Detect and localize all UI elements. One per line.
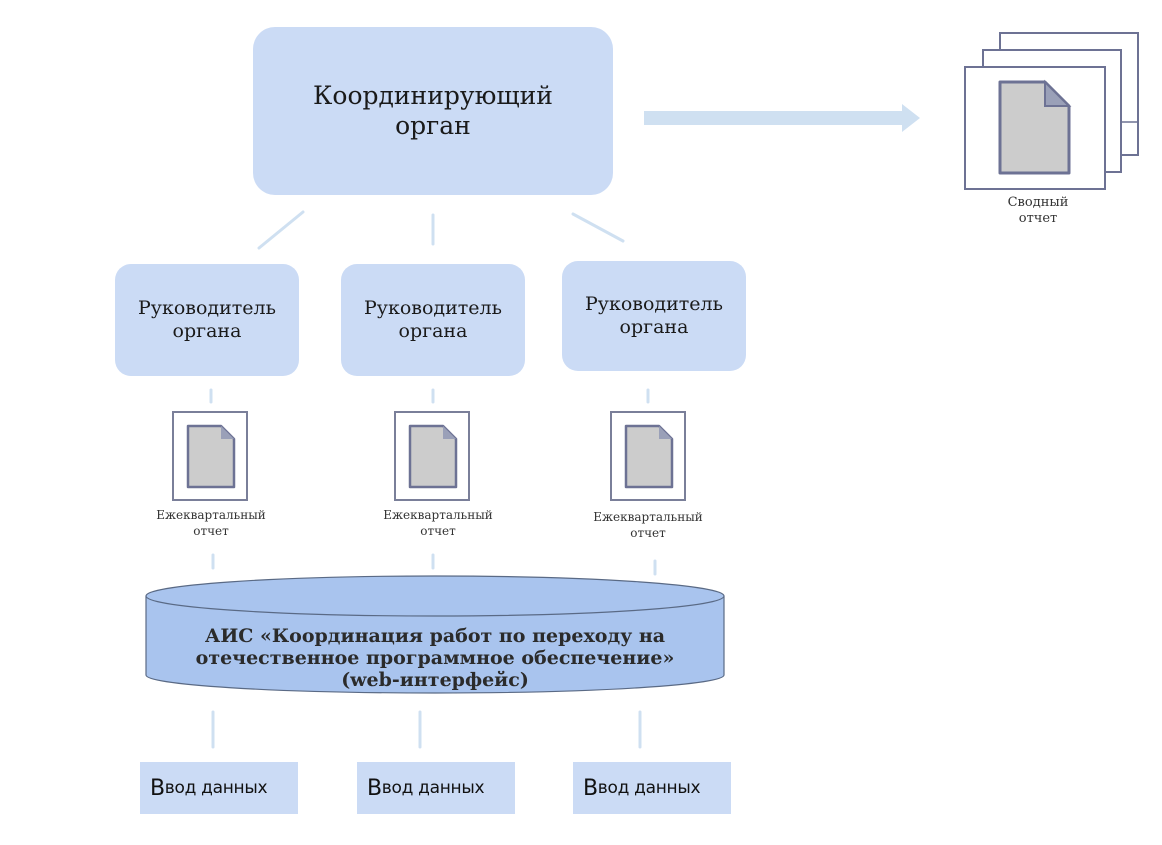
quarterly-report-line1: Ежеквартальный [593,510,703,524]
data-input-first-letter: В [583,775,598,801]
system-line1: АИС «Координация работ по переходу на [204,625,666,647]
head-line2: органа [172,320,242,342]
quarterly-report-label: Ежеквартальный отчет [568,509,728,541]
quarterly-report-label: Ежеквартальный отчет [131,507,291,539]
data-input-rest: вод данных [164,778,268,798]
database-cylinder-icon [145,575,725,694]
data-input-rest: вод данных [597,778,701,798]
connector-coord-head1 [257,210,305,250]
summary-report-line1: Сводный [1007,195,1069,210]
system-line3: (web-интерфейс) [341,669,529,691]
connector-coord-head3 [571,212,625,243]
quarterly-report-line1: Ежеквартальный [156,508,266,522]
head-line1: Руководитель [364,297,502,319]
coordinating-body-line2: орган [395,111,471,140]
head-line2: органа [398,320,468,342]
data-input-first-letter: В [367,775,382,801]
head-of-body-node: Руководитель органа [562,261,746,371]
quarterly-report-line2: отчет [193,524,229,538]
document-icon [610,411,686,501]
coordinating-body-node: Координирующий орган [253,27,613,195]
head-of-body-node: Руководитель органа [341,264,525,376]
document-icon [172,411,248,501]
quarterly-report-line2: отчет [630,526,666,540]
quarterly-report-line1: Ежеквартальный [383,508,493,522]
arrow-to-summary-icon [644,104,920,132]
head-line2: органа [619,316,689,338]
system-line2: отечественное программное обеспечение» [195,647,675,669]
head-line1: Руководитель [585,293,723,315]
head-of-body-node: Руководитель органа [115,264,299,376]
document-icon [394,411,470,501]
data-input-rest: вод данных [381,778,485,798]
system-label: АИС «Координация работ по переходу на от… [150,625,720,691]
head-line1: Руководитель [138,297,276,319]
summary-report-label: Сводный отчет [958,195,1118,227]
quarterly-report-line2: отчет [420,524,456,538]
stacked-documents-icon [964,32,1139,190]
summary-report-line2: отчет [1018,211,1058,226]
data-input-first-letter: В [150,775,165,801]
quarterly-report-label: Ежеквартальный отчет [358,507,518,539]
coordinating-body-line1: Координирующий [313,81,553,110]
